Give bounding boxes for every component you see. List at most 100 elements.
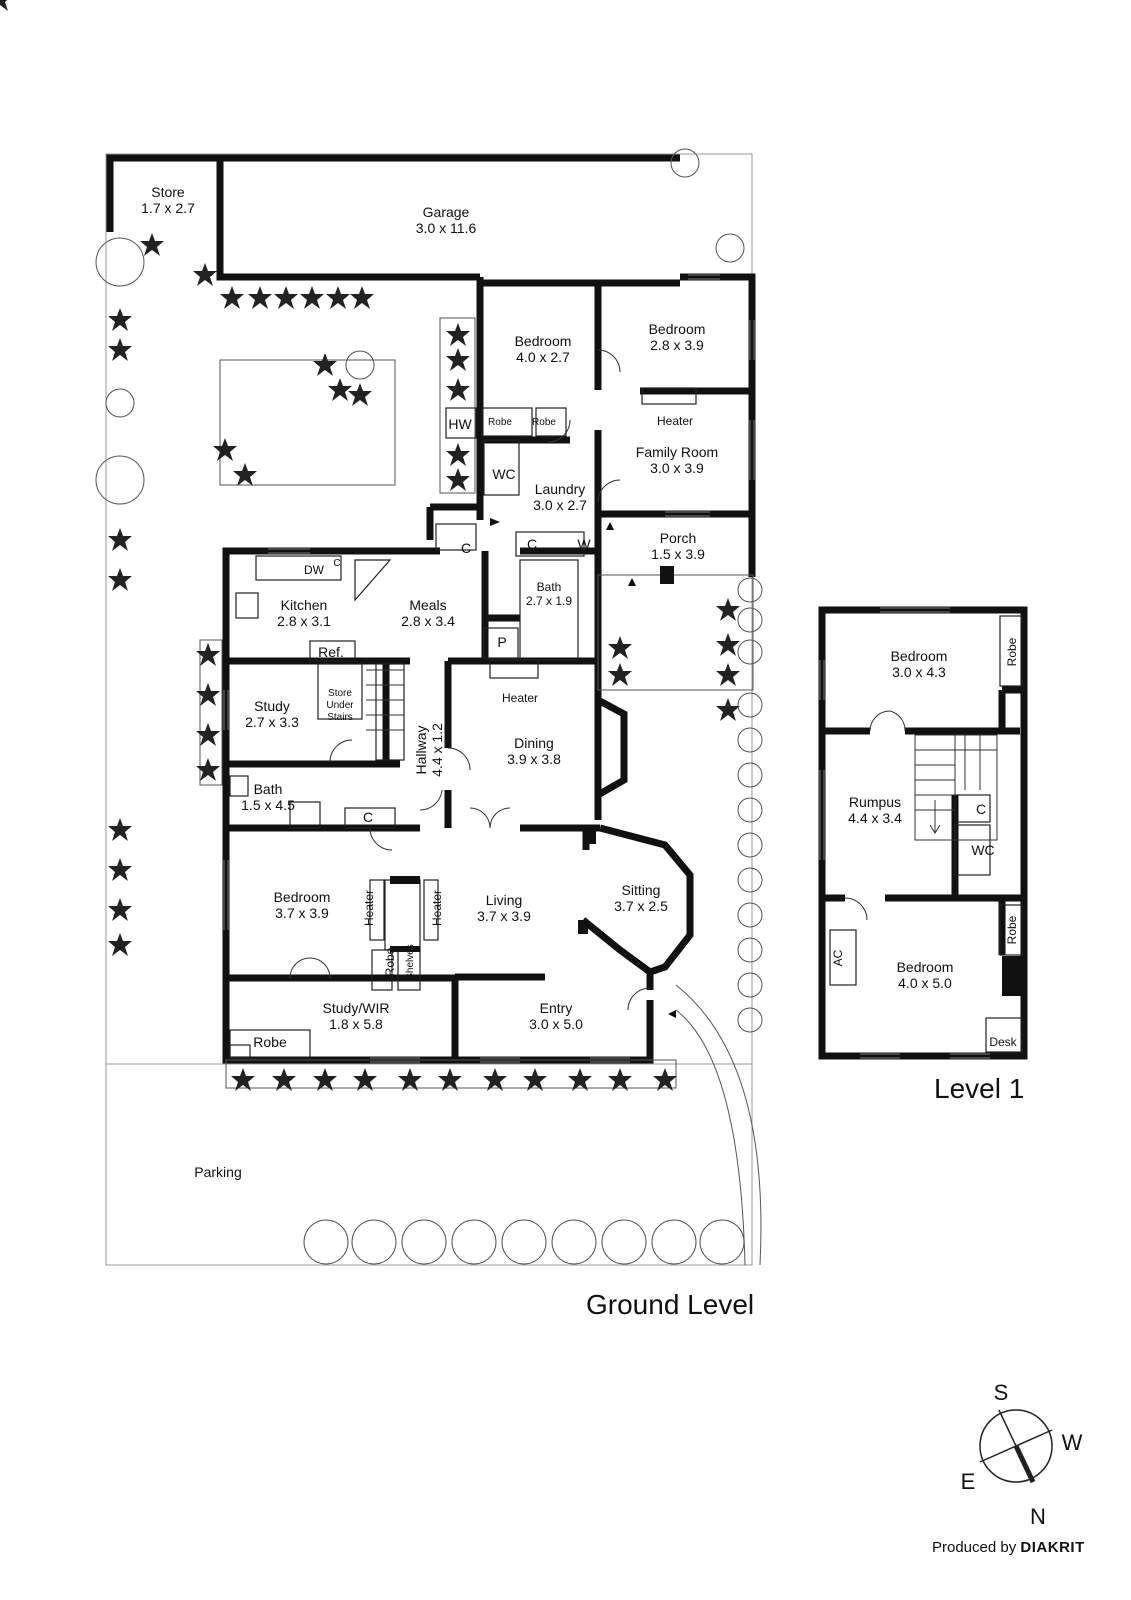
room-bedroom-2: Bedroom 2.8 x 3.9 <box>649 321 706 353</box>
fixture-c: C <box>975 801 987 817</box>
room-bedroom-l1-bottom: Bedroom 4.0 x 5.0 <box>897 959 954 991</box>
compass-rose <box>979 1409 1053 1484</box>
room-dims: 3.0 x 5.0 <box>529 1016 583 1032</box>
room-dims: 3.7 x 3.9 <box>275 905 329 921</box>
fixture-hw: HW <box>448 416 472 432</box>
room-store: Store 1.7 x 2.7 <box>141 184 195 216</box>
fixture-robe: Robe <box>1005 637 1019 667</box>
fixture-w: W <box>577 536 591 552</box>
room-name: Study <box>254 698 290 714</box>
room-name: Bedroom <box>896 959 954 975</box>
plants <box>0 0 740 1091</box>
room-name: Hallway <box>413 725 429 775</box>
room-dims: 2.7 x 3.3 <box>245 714 299 730</box>
room-meals: Meals 2.8 x 3.4 <box>401 597 455 629</box>
fixture-heater: Heater <box>430 889 444 927</box>
parking-label: Parking <box>194 1164 242 1180</box>
room-entry: Entry 3.0 x 5.0 <box>529 1000 583 1032</box>
fixture-ref: Ref. <box>318 644 344 660</box>
room-dims: 3.7 x 2.5 <box>614 898 668 914</box>
landscaping <box>95 148 763 1266</box>
room-sitting: Sitting 3.7 x 2.5 <box>614 882 668 914</box>
room-kitchen: Kitchen 2.8 x 3.1 <box>277 597 331 629</box>
stairs <box>366 669 998 841</box>
fixture-wc: WC <box>971 842 995 858</box>
fixture-shelves: Shelves <box>405 944 416 980</box>
room-dims: 1.5 x 3.9 <box>651 546 705 562</box>
room-name: Store <box>151 184 185 200</box>
room-dims: 4.0 x 5.0 <box>898 975 952 991</box>
fixture-dw: DW <box>304 563 324 577</box>
level1-title: Level 1 <box>934 1073 1025 1104</box>
room-name: Rumpus <box>848 794 902 810</box>
room-bath-2: Bath 1.5 x 4.5 <box>241 781 295 813</box>
room-dims: 1.7 x 2.7 <box>141 200 195 216</box>
room-laundry: Laundry 3.0 x 2.7 <box>533 481 587 513</box>
room-dims: 3.0 x 3.9 <box>650 460 704 476</box>
room-garage: Garage 3.0 x 11.6 <box>416 204 476 236</box>
room-name: Porch <box>659 530 697 546</box>
fixture-heater: Heater <box>501 691 539 705</box>
fixture-c: C <box>333 558 341 569</box>
fixture-p: P <box>497 634 507 650</box>
room-bath-1: Bath 2.7 x 1.9 <box>526 580 572 608</box>
room-name: Bedroom <box>273 889 331 905</box>
fixture-robe: Robe <box>532 417 556 428</box>
room-dims: 2.8 x 3.1 <box>277 613 331 629</box>
room-porch: Porch 1.5 x 3.9 <box>651 530 705 562</box>
fixture-robe: Robe <box>383 947 397 977</box>
room-name: Bedroom <box>890 648 948 664</box>
room-name: Bath <box>536 580 562 594</box>
room-dims: 1.5 x 4.5 <box>241 797 295 813</box>
compass-s: S <box>993 1380 1009 1405</box>
room-study-wir: Study/WIR 1.8 x 5.8 <box>323 1000 390 1032</box>
room-bedroom-1: Bedroom 4.0 x 2.7 <box>515 333 572 365</box>
room-name: Garage <box>422 204 470 220</box>
windows <box>223 274 990 1063</box>
fixture-heater: Heater <box>362 889 376 927</box>
room-dims: 3.7 x 3.9 <box>477 908 531 924</box>
producer-credit: Produced by DIAKRIT <box>932 1539 1085 1556</box>
door-swings <box>289 349 906 1011</box>
room-name: Bedroom <box>514 333 572 349</box>
fixture-robe: Robe <box>488 417 512 428</box>
compass-n: N <box>1030 1504 1046 1529</box>
fixture-robe: Robe <box>1005 915 1019 945</box>
fixture-wc: WC <box>492 466 516 482</box>
room-bedroom-l1-top: Bedroom 3.0 x 4.3 <box>891 648 948 680</box>
room-rumpus: Rumpus 4.4 x 3.4 <box>848 794 902 826</box>
fixture-c: C <box>362 809 374 825</box>
fixture-store-under-stairs: Store Under Stairs <box>326 688 353 724</box>
room-name: Bedroom <box>648 321 706 337</box>
room-dims: 4.4 x 3.4 <box>848 810 902 826</box>
site-boundary <box>105 153 753 1266</box>
solid-blocks <box>390 518 1024 1018</box>
store-line-2: Under <box>326 700 354 711</box>
room-name: Laundry <box>534 481 586 497</box>
room-name: Bath <box>253 781 283 797</box>
room-name: Family Room <box>635 444 719 460</box>
room-name: Dining <box>514 735 554 751</box>
fixture-c: C <box>526 536 538 552</box>
room-dims: 4.0 x 2.7 <box>516 349 570 365</box>
compass-w: W <box>1061 1430 1083 1455</box>
room-name: Sitting <box>621 882 661 898</box>
fixture-c: C <box>460 540 472 556</box>
room-name: Meals <box>409 597 447 613</box>
room-dims: 3.9 x 3.8 <box>507 751 561 767</box>
room-dims: 2.8 x 3.9 <box>650 337 704 353</box>
credit-prefix: Produced by <box>932 1539 1017 1556</box>
fixture-ac: AC <box>831 949 845 967</box>
credit-brand: DIAKRIT <box>1020 1539 1085 1556</box>
room-dims: 4.4 x 1.2 <box>429 723 445 777</box>
room-name: Kitchen <box>280 597 328 613</box>
room-dims: 3.0 x 2.7 <box>533 497 587 513</box>
room-name: Study/WIR <box>322 1000 390 1016</box>
room-name: Living <box>485 892 523 908</box>
fixture-robe: Robe <box>253 1034 287 1050</box>
store-line-1: Store <box>328 688 352 699</box>
ground-level-title: Ground Level <box>586 1289 755 1320</box>
fixture-heater: Heater <box>656 414 694 428</box>
room-family-room: Family Room 3.0 x 3.9 <box>636 444 718 476</box>
